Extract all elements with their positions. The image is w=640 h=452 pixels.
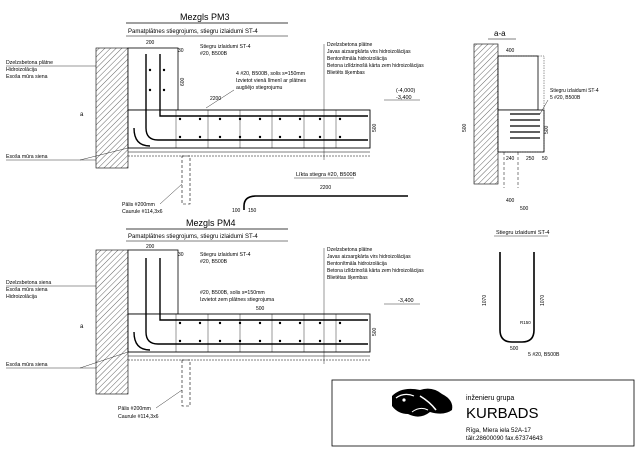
st4-rebar: 5 #20, B500B	[528, 352, 560, 358]
pm4-dim-200: 200	[146, 244, 155, 250]
svg-text:400: 400	[506, 48, 515, 54]
pm4-note-st4-rebar: #20, B500B	[200, 259, 228, 265]
svg-text:Blietēts šķembas: Blietēts šķembas	[327, 70, 365, 76]
pm3-subtitle: Pamatplātnes stiegrojums, stiegru izlaid…	[128, 29, 258, 35]
svg-text:Bentonītmāla hidroizolācija: Bentonītmāla hidroizolācija	[327, 56, 387, 62]
bent-bar-hook: 100	[232, 208, 241, 214]
pm3-note-st4-rebar: #20, B500B	[200, 51, 228, 57]
svg-text:Betona izlīdzinošā kārta zem h: Betona izlīdzinošā kārta zem hidroizolāc…	[327, 268, 424, 274]
pm3-masonry-wall	[95, 47, 129, 169]
pm3-left-label-0: Dzelzsbetona plātne	[6, 60, 53, 66]
pm4-subtitle: Pamatplātnes stiegrojums, stiegru izlaid…	[128, 234, 258, 240]
pm4-section-mark: a	[80, 324, 84, 330]
svg-text:Dzelzsbetona plātne: Dzelzsbetona plātne	[327, 247, 373, 253]
pm4-title: Mezgls PM4	[186, 218, 236, 228]
bent-bar-radius: 150	[248, 208, 257, 214]
svg-text:250: 250	[526, 156, 535, 162]
pm4-level: -3,400	[398, 298, 414, 304]
pm4-dim-30: 30	[178, 252, 184, 258]
pm3-level-2: -3,400	[396, 95, 412, 101]
section-aa-note: Stiegru izlaidumi ST-4	[550, 88, 599, 94]
bent-bar-detail: Līkta stiegra #20, B500B 2200 100 150	[232, 172, 408, 214]
section-aa-wall	[473, 43, 499, 185]
pm3-note-rebar3: augšējo stiegrojumu	[236, 85, 283, 91]
svg-text:Javas aizsargkārta virs hidroi: Javas aizsargkārta virs hidroizolācijas	[327, 49, 411, 55]
pm3-level-1: (-4,000)	[396, 88, 415, 94]
company-name: KURBADS	[466, 405, 539, 422]
pm4-concrete-wall	[127, 249, 179, 315]
bent-bar-title: Līkta stiegra #20, B500B	[296, 172, 357, 178]
pm3-title: Mezgls PM3	[180, 12, 230, 22]
pm3-pile-label: Pālis #200mm	[122, 202, 155, 208]
pm4-note-rebar: #20, B500B, solis s=150mm	[200, 290, 265, 296]
pm3-dim-500: 500	[372, 123, 378, 132]
pm3-note-rebar: 4 #20, B500B, solis s=150mm	[236, 71, 305, 77]
company-line1: inženieru grupa	[466, 395, 514, 402]
pm3-dim-2200: 2200	[210, 96, 221, 102]
pm3-note-rebar2: Izvietot vienā līmenī ar plātnes	[236, 78, 306, 84]
pm3-casing-label: Caurule #114,3x6	[122, 209, 163, 215]
title-block: inženieru grupa KURBADS Rīga, Miera iela…	[331, 379, 635, 447]
pm4-lower-label: Esoša mūra siena	[6, 362, 48, 368]
pm4-rebar	[133, 258, 368, 351]
node-pm4: Mezgls PM4 Pamatplātnes stiegrojums, sti…	[6, 218, 424, 420]
pm4-left-label-0: Dzelzsbetona siena	[6, 280, 51, 286]
pm3-left-label-1: Hidroizolācija	[6, 67, 37, 73]
st4-dim-h: 1070	[482, 295, 488, 306]
pm4-dim-500-v: 500	[372, 327, 378, 336]
bent-bar-length: 2200	[320, 185, 331, 191]
pm3-section-mark: a	[80, 112, 84, 118]
svg-text:Blietētas šķembas: Blietētas šķembas	[327, 275, 368, 281]
svg-text:500: 500	[544, 125, 550, 134]
pm3-dim-30: 30	[178, 48, 184, 54]
svg-text:Dzelzsbetona plātne: Dzelzsbetona plātne	[327, 42, 373, 48]
node-pm3: Mezgls PM3 Pamatplātnes stiegrojums, sti…	[6, 12, 424, 215]
pm4-masonry-wall	[95, 249, 129, 395]
st4-title: Stiegru izlaidumi ST-4	[496, 230, 550, 236]
pm4-left-label-2: Hidroizolācija	[6, 294, 37, 300]
pm4-casing-label: Caurule #114,3x6	[118, 414, 159, 420]
pm4-layers: Dzelzsbetona plātne Javas aizsargkārta v…	[323, 247, 424, 364]
pm3-note-st4: Stiegru izlaidumi ST-4	[200, 44, 251, 50]
section-aa-note2: 5 #20, B500B	[550, 95, 581, 101]
pm3-left-label-2: Esoša mūra siena	[6, 74, 48, 80]
pm4-note-st4: Stiegru izlaidumi ST-4	[200, 252, 251, 258]
section-aa-title: a-a	[494, 29, 506, 38]
section-aa: a-a Stiegru izlaidumi ST-4 5 #20, B500B …	[462, 29, 599, 212]
pm3-rebar	[133, 54, 368, 147]
st4-dim-w: 500	[510, 346, 519, 352]
svg-text:240: 240	[506, 156, 515, 162]
pm3-lower-label: Esoša mūra siena	[6, 154, 48, 160]
st4-dim-r: R150	[520, 320, 531, 325]
st4-detail: Stiegru izlaidumi ST-4 1070 1070 500 R15…	[482, 230, 560, 358]
pm3-concrete-wall	[127, 47, 179, 111]
svg-text:Javas aizsargkārta virs hidroi: Javas aizsargkārta virs hidroizolācijas	[327, 254, 411, 260]
pm3-dim-600: 600	[180, 77, 186, 86]
svg-text:Bentonītmāla hidroizolācija: Bentonītmāla hidroizolācija	[327, 261, 387, 267]
svg-text:500: 500	[462, 123, 468, 132]
company-logo	[392, 388, 453, 417]
company-phone: tālr.28600090 fax.67374643	[466, 435, 543, 442]
pm4-pile	[181, 359, 191, 407]
st4-dim-h-right: 1070	[540, 295, 546, 306]
pm4-dim-500: 500	[256, 306, 265, 312]
pm4-left-label-1: Esoša mūra siena	[6, 287, 48, 293]
pm3-dim-200: 200	[146, 40, 155, 46]
pm3-layers: Dzelzsbetona plātne Javas aizsargkārta v…	[323, 42, 424, 160]
svg-text:400: 400	[506, 198, 515, 204]
company-address: Rīga, Miera iela 52A-17	[466, 427, 532, 434]
pm4-pile-label: Pālis #200mm	[118, 406, 151, 412]
svg-text:50: 50	[542, 156, 548, 162]
svg-text:500: 500	[520, 206, 529, 212]
svg-text:Betona izlīdzinošā kārta zem h: Betona izlīdzinošā kārta zem hidroizolāc…	[327, 63, 424, 69]
pm3-pile	[181, 155, 191, 205]
pm4-note-rebar2: Izvietot zem plātnes stiegrojuma	[200, 297, 274, 303]
